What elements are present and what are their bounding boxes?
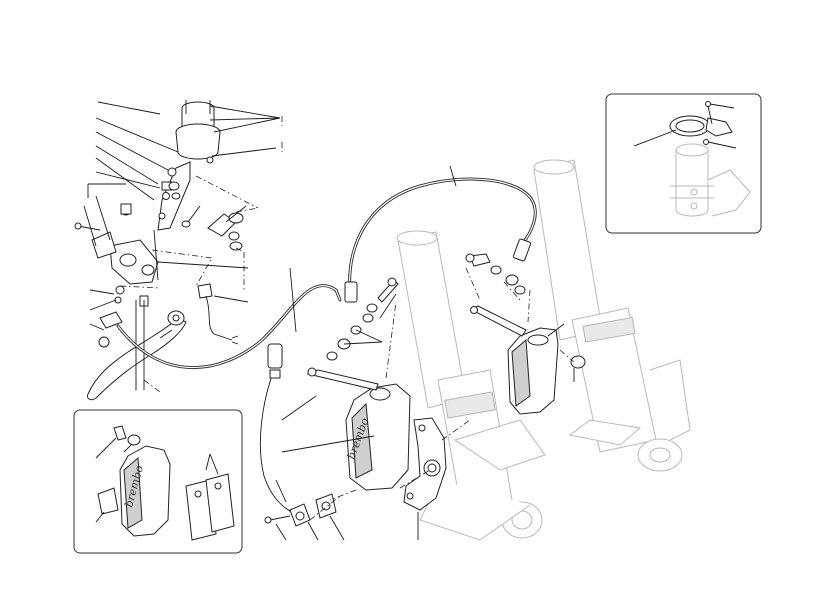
right-banjo-fitting xyxy=(465,253,526,295)
abs-sensor xyxy=(264,493,337,527)
brake-hose-main xyxy=(116,284,342,369)
inset-brake-pad-pair xyxy=(185,473,235,541)
fluid-reservoir xyxy=(175,100,221,164)
inset-clamp-ring xyxy=(669,101,733,145)
brake-lever xyxy=(87,310,187,401)
inset-caliper: brembo xyxy=(119,434,171,537)
front-fork-left-ghost xyxy=(396,230,546,541)
abs-sensor-cable xyxy=(259,343,297,515)
brake-hose-upper xyxy=(344,177,537,303)
caliper-mounting-bolt xyxy=(306,367,379,391)
small-washers xyxy=(168,181,191,228)
inset-brake-pads: brembo xyxy=(73,409,243,554)
inset-fork-tube-ghost xyxy=(670,143,751,217)
inset-bleed-screw xyxy=(113,425,127,441)
master-cylinder-body xyxy=(74,203,159,285)
callout-leaders-master-cylinder xyxy=(83,101,283,393)
callout-leaders-center xyxy=(275,165,575,541)
caliper-bracket xyxy=(403,417,447,511)
brake-caliper-right xyxy=(507,327,586,415)
front-fork-right-ghost xyxy=(533,159,691,472)
inset-hose-clamp xyxy=(605,93,762,234)
right-caliper-bolt xyxy=(470,305,527,337)
brake-light-switch xyxy=(197,283,239,345)
inset-pad-spring xyxy=(97,487,119,515)
brake-caliper-left: brembo xyxy=(345,383,411,491)
banjo-bolt-fitting xyxy=(207,212,244,251)
